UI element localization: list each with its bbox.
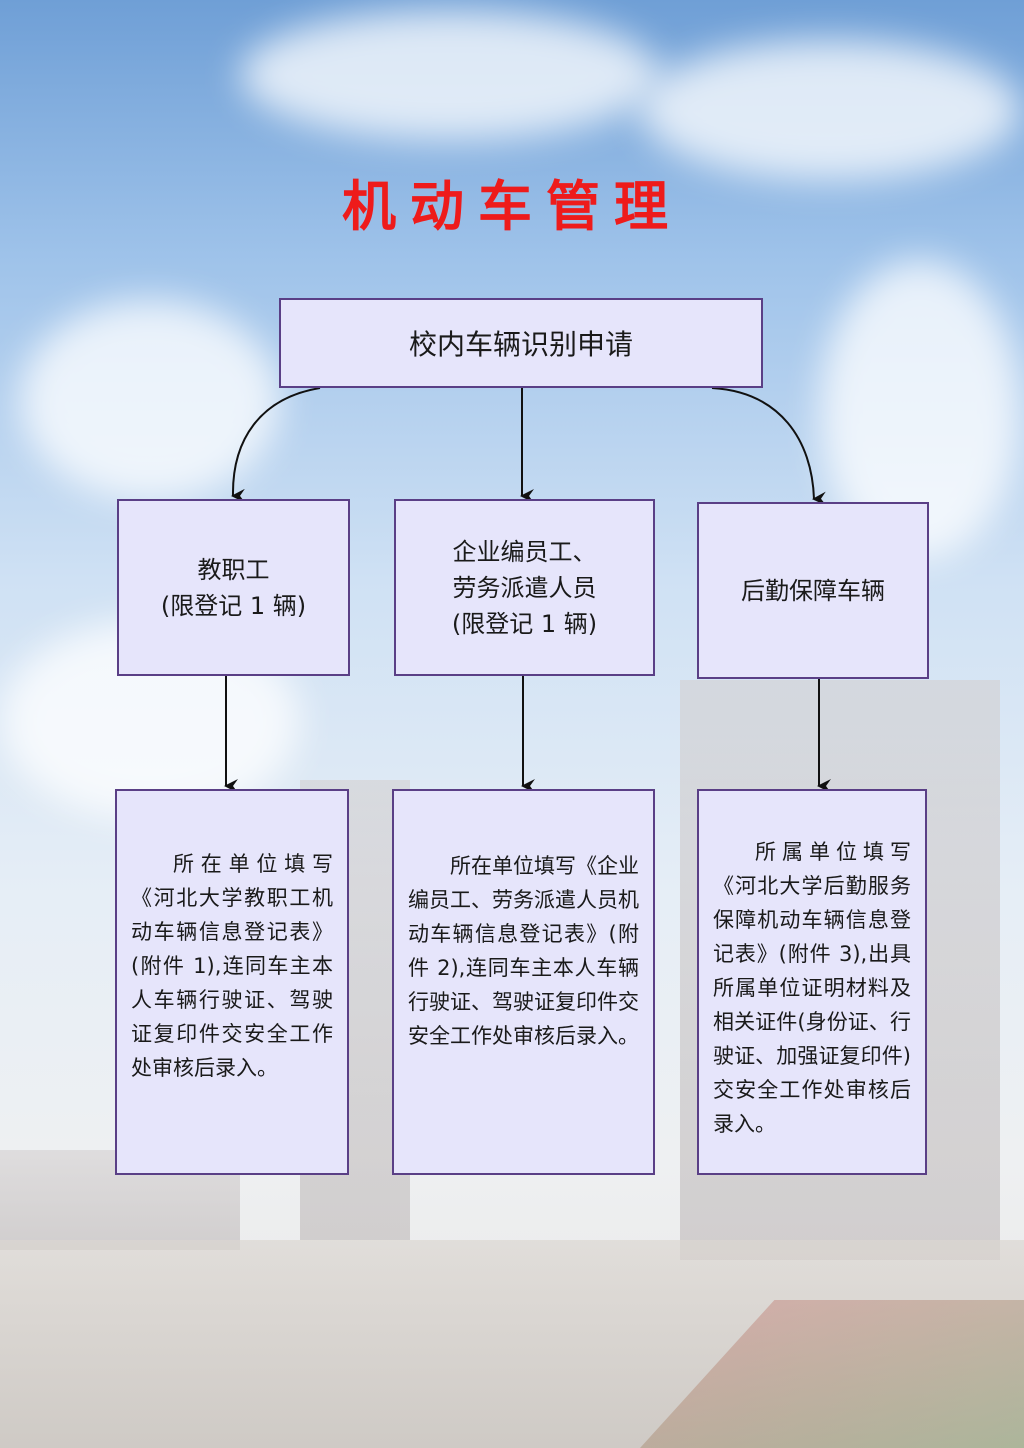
- category-label-line2: 劳务派遣人员: [452, 573, 597, 602]
- plaza: [0, 1240, 1024, 1448]
- arrow-to-logistics: [711, 387, 827, 506]
- top-box-label: 校内车辆识别申请: [408, 328, 633, 361]
- cloud: [240, 10, 660, 140]
- vehicle-id-application-box: 校内车辆识别申请: [279, 298, 763, 388]
- category-note: (限登记 1 辆): [160, 591, 307, 620]
- category-label: 企业编员工、: [452, 537, 597, 566]
- category-contract-staff-box: 企业编员工、 劳务派遣人员 (限登记 1 辆): [394, 499, 655, 676]
- category-logistics-vehicles-box: 后勤保障车辆: [697, 502, 929, 679]
- page-title: 机动车管理: [342, 175, 682, 238]
- category-label: 后勤保障车辆: [741, 576, 885, 605]
- staff-procedure-box: 所在单位填写《河北大学教职工机动车辆信息登记表》(附件 1),连同车主本人车辆行…: [115, 789, 349, 1175]
- cloud: [20, 300, 280, 500]
- cloud: [640, 40, 1020, 180]
- category-label: 教职工: [197, 555, 270, 584]
- category-staff-box: 教职工 (限登记 1 辆): [117, 499, 350, 676]
- procedure-text: 所在单位填写《企业编员工、劳务派遣人员机动车辆信息登记表》(附件 2),连同车主…: [408, 854, 639, 1048]
- procedure-text: 所在单位填写《河北大学教职工机动车辆信息登记表》(附件 1),连同车主本人车辆行…: [131, 852, 333, 1080]
- category-note: (限登记 1 辆): [451, 609, 598, 638]
- logistics-procedure-box: 所属单位填写《河北大学后勤服务保障机动车辆信息登记表》(附件 3),出具所属单位…: [697, 789, 927, 1175]
- contract-staff-procedure-box: 所在单位填写《企业编员工、劳务派遣人员机动车辆信息登记表》(附件 2),连同车主…: [392, 789, 655, 1175]
- procedure-text: 所属单位填写《河北大学后勤服务保障机动车辆信息登记表》(附件 3),出具所属单位…: [713, 840, 911, 1136]
